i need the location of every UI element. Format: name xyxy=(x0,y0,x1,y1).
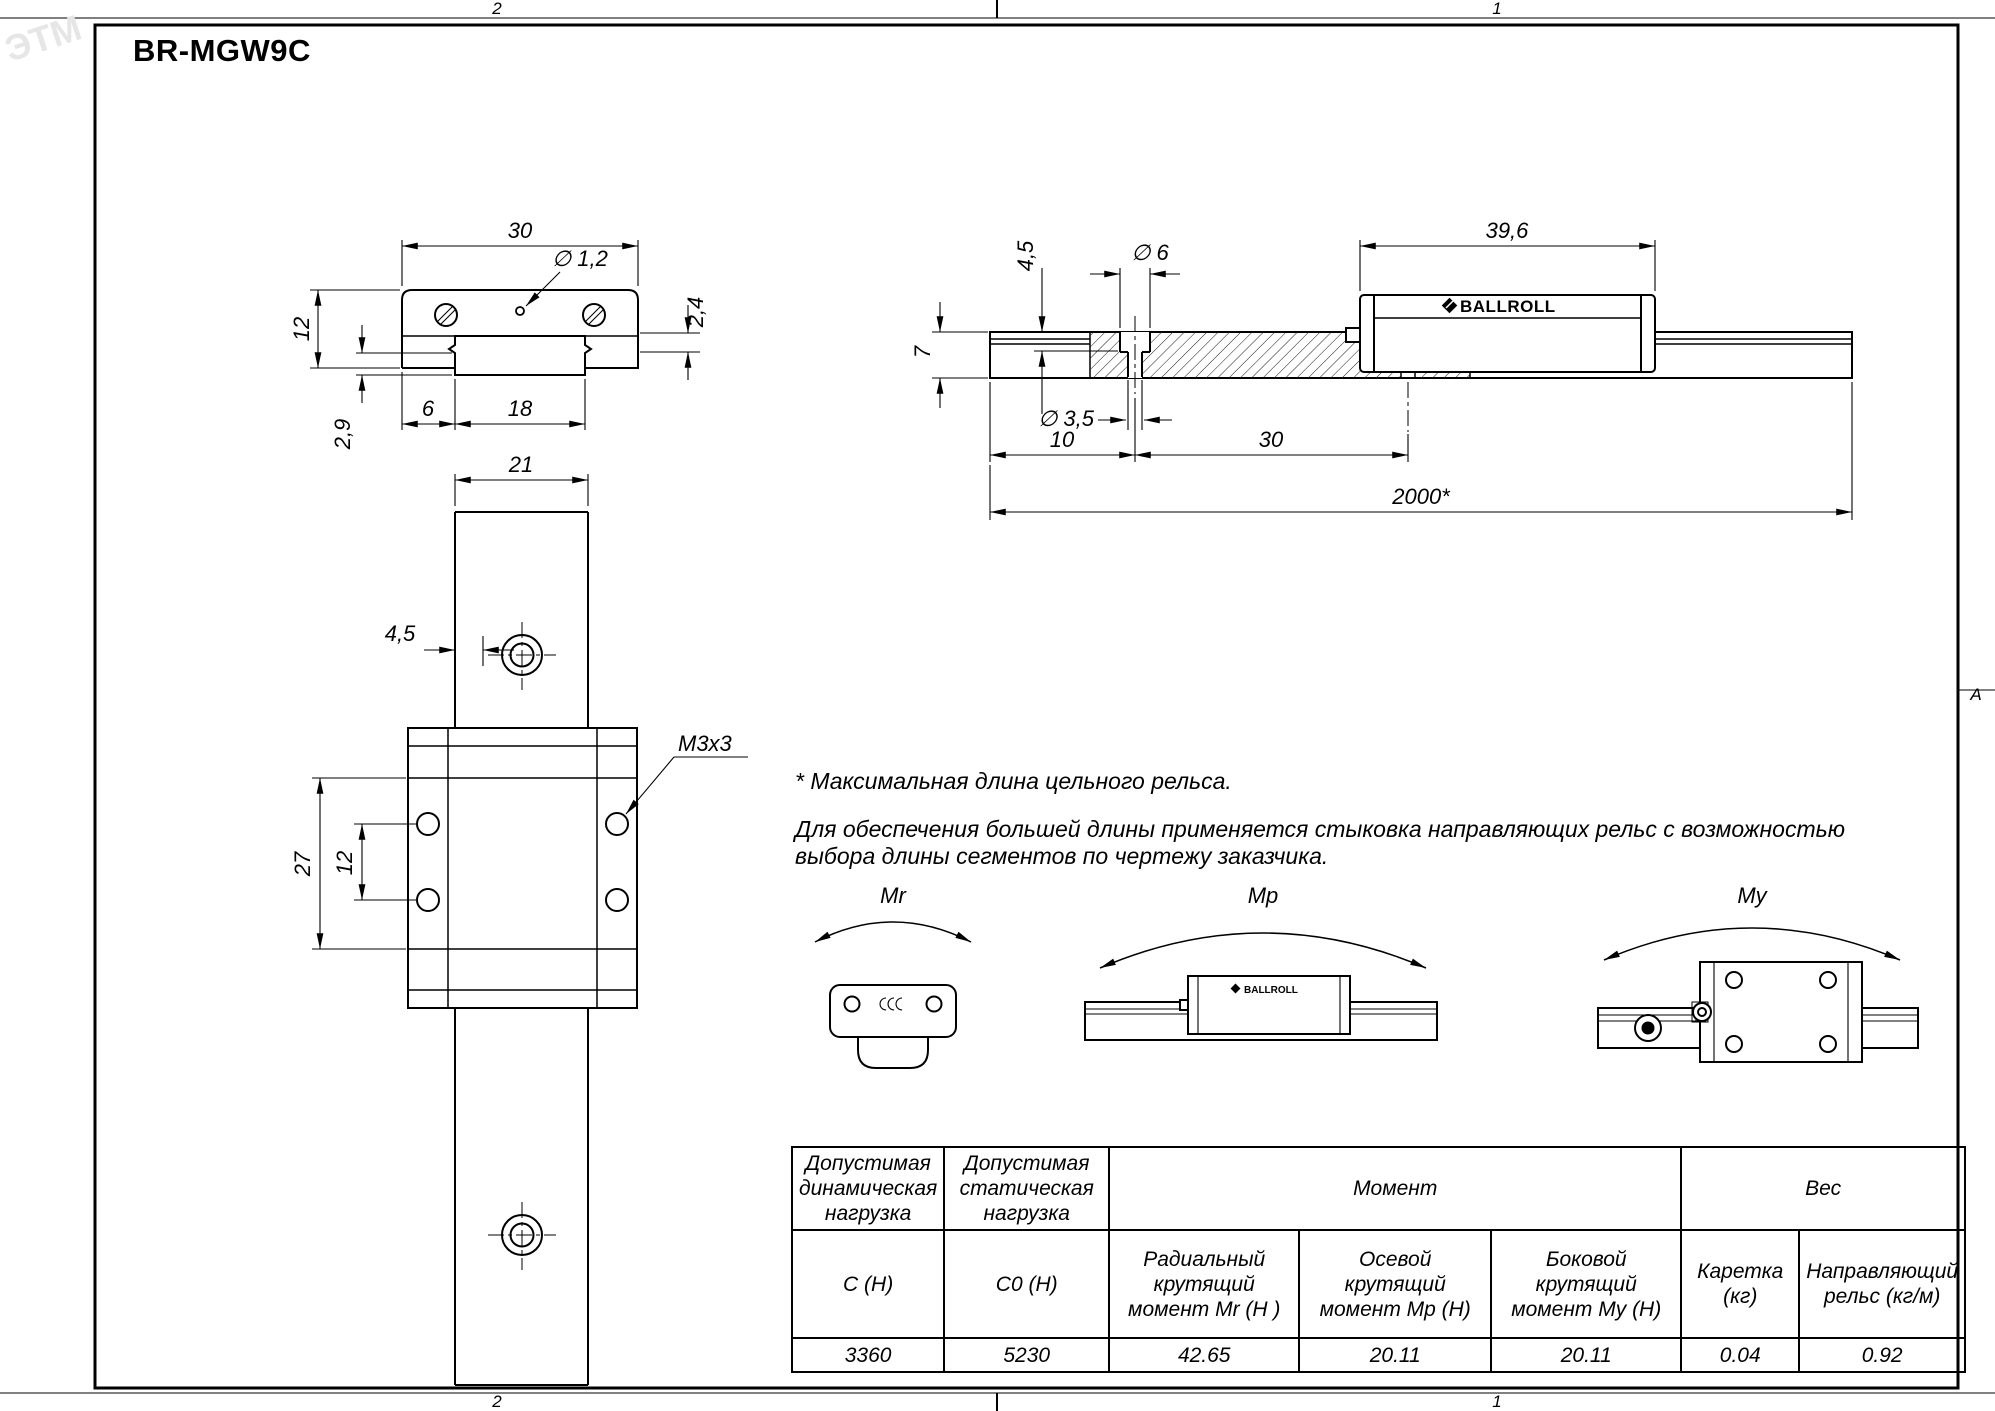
dim-side-30: 30 xyxy=(1259,427,1284,452)
zone-bottom-right: 1 xyxy=(1492,1392,1501,1411)
moment-mr-label: Mr xyxy=(880,883,907,908)
note-joining-line1: Для обеспечения большей длины применяетс… xyxy=(795,816,1846,842)
table-subheader-mr: Радиальный крутящий момент Mr (H ) xyxy=(1108,1229,1301,1339)
zone-right-a: A xyxy=(1969,685,1981,704)
dim-front-lube-hole: ∅ 1,2 xyxy=(552,246,608,271)
table-subheader-mp: Осевой крутящий момент Mp (H) xyxy=(1298,1229,1493,1339)
dim-side-hole-dia: ∅ 3,5 xyxy=(1038,406,1095,431)
moment-my: My xyxy=(1597,883,1919,1063)
dim-side-10: 10 xyxy=(1050,427,1075,452)
moment-mp-logo-text: BALLROLL xyxy=(1244,985,1298,996)
dim-side-counterbore-dia: ∅ 6 xyxy=(1131,240,1169,265)
table-value-c: 3360 xyxy=(790,1337,946,1373)
dim-side-counterbore-depth: 4,5 xyxy=(1013,240,1038,271)
table-header-dynamic-load: Допустимая динамическая нагрузка xyxy=(790,1146,946,1231)
dim-front-6: 6 xyxy=(422,396,435,421)
dim-side-rail-height: 7 xyxy=(910,345,935,358)
front-view: 30 ∅ 1,2 12 2,4 6 18 2,9 xyxy=(289,218,708,450)
dim-side-carriage-length: 39,6 xyxy=(1486,218,1530,243)
table-subheader-rail: Направляющий рельс (кг/м) xyxy=(1798,1229,1967,1339)
page-title: BR-MGW9C xyxy=(133,33,311,68)
dim-front-2-9: 2,9 xyxy=(330,419,355,451)
moment-mp-label: Mp xyxy=(1248,883,1279,908)
watermark: ЭТМ xyxy=(0,7,86,70)
zone-top-left: 2 xyxy=(491,0,502,18)
moment-mr: Mr xyxy=(814,883,972,1069)
dim-side-total-length: 2000* xyxy=(1391,484,1451,509)
dim-front-clearance: 2,4 xyxy=(683,297,708,329)
spec-table: Допустимая динамическая нагрузка Допусти… xyxy=(790,1146,1967,1373)
ballroll-logo-text: BALLROLL xyxy=(1460,297,1556,316)
table-header-moment: Момент xyxy=(1108,1146,1683,1231)
table-value-c0: 5230 xyxy=(943,1337,1111,1373)
table-value-my: 20.11 xyxy=(1490,1337,1683,1373)
table-header-static-load: Допустимая статическая нагрузка xyxy=(943,1146,1111,1231)
table-subheader-my: Боковой крутящий момент My (H) xyxy=(1490,1229,1683,1339)
dim-front-width: 30 xyxy=(508,218,533,243)
table-subheader-carriage: Каретка (кг) xyxy=(1680,1229,1801,1339)
dim-front-height: 12 xyxy=(289,317,314,341)
dim-top-hole-spacing: 12 xyxy=(332,851,357,875)
zone-labels: 2 1 2 1 A xyxy=(491,0,1981,1411)
moment-mp: Mp BALLROLL xyxy=(1084,883,1438,1041)
dim-top-rail-width: 21 xyxy=(508,452,533,477)
note-max-length: * Максимальная длина цельного рельса. xyxy=(795,768,1232,794)
table-value-mr: 42.65 xyxy=(1108,1337,1301,1373)
table-value-mp: 20.11 xyxy=(1298,1337,1493,1373)
dim-top-edge-offset: 4,5 xyxy=(385,621,416,646)
ballroll-logo: BALLROLL xyxy=(1441,297,1556,316)
table-value-carriage: 0.04 xyxy=(1680,1337,1801,1373)
zone-top-right: 1 xyxy=(1492,0,1501,18)
note-joining-line2: выбора длины сегментов по чертежу заказч… xyxy=(795,843,1329,869)
table-value-rail: 0.92 xyxy=(1798,1337,1967,1373)
table-subheader-c: C (H) xyxy=(790,1229,946,1339)
top-view: 21 4,5 M3x3 27 12 xyxy=(290,452,748,1386)
thread-callout: M3x3 xyxy=(678,731,733,756)
side-view: BALLROLL 39,6 4,5 ∅ 6 7 ∅ 3,5 xyxy=(910,218,1853,520)
dim-top-body-length: 27 xyxy=(290,851,315,877)
table-header-weight: Вес xyxy=(1680,1146,1967,1231)
moment-my-label: My xyxy=(1737,883,1768,908)
dim-front-18: 18 xyxy=(508,396,533,421)
notes-block: * Максимальная длина цельного рельса. Дл… xyxy=(795,768,1905,870)
zone-bottom-left: 2 xyxy=(491,1392,502,1411)
table-subheader-c0: C0 (H) xyxy=(943,1229,1111,1339)
